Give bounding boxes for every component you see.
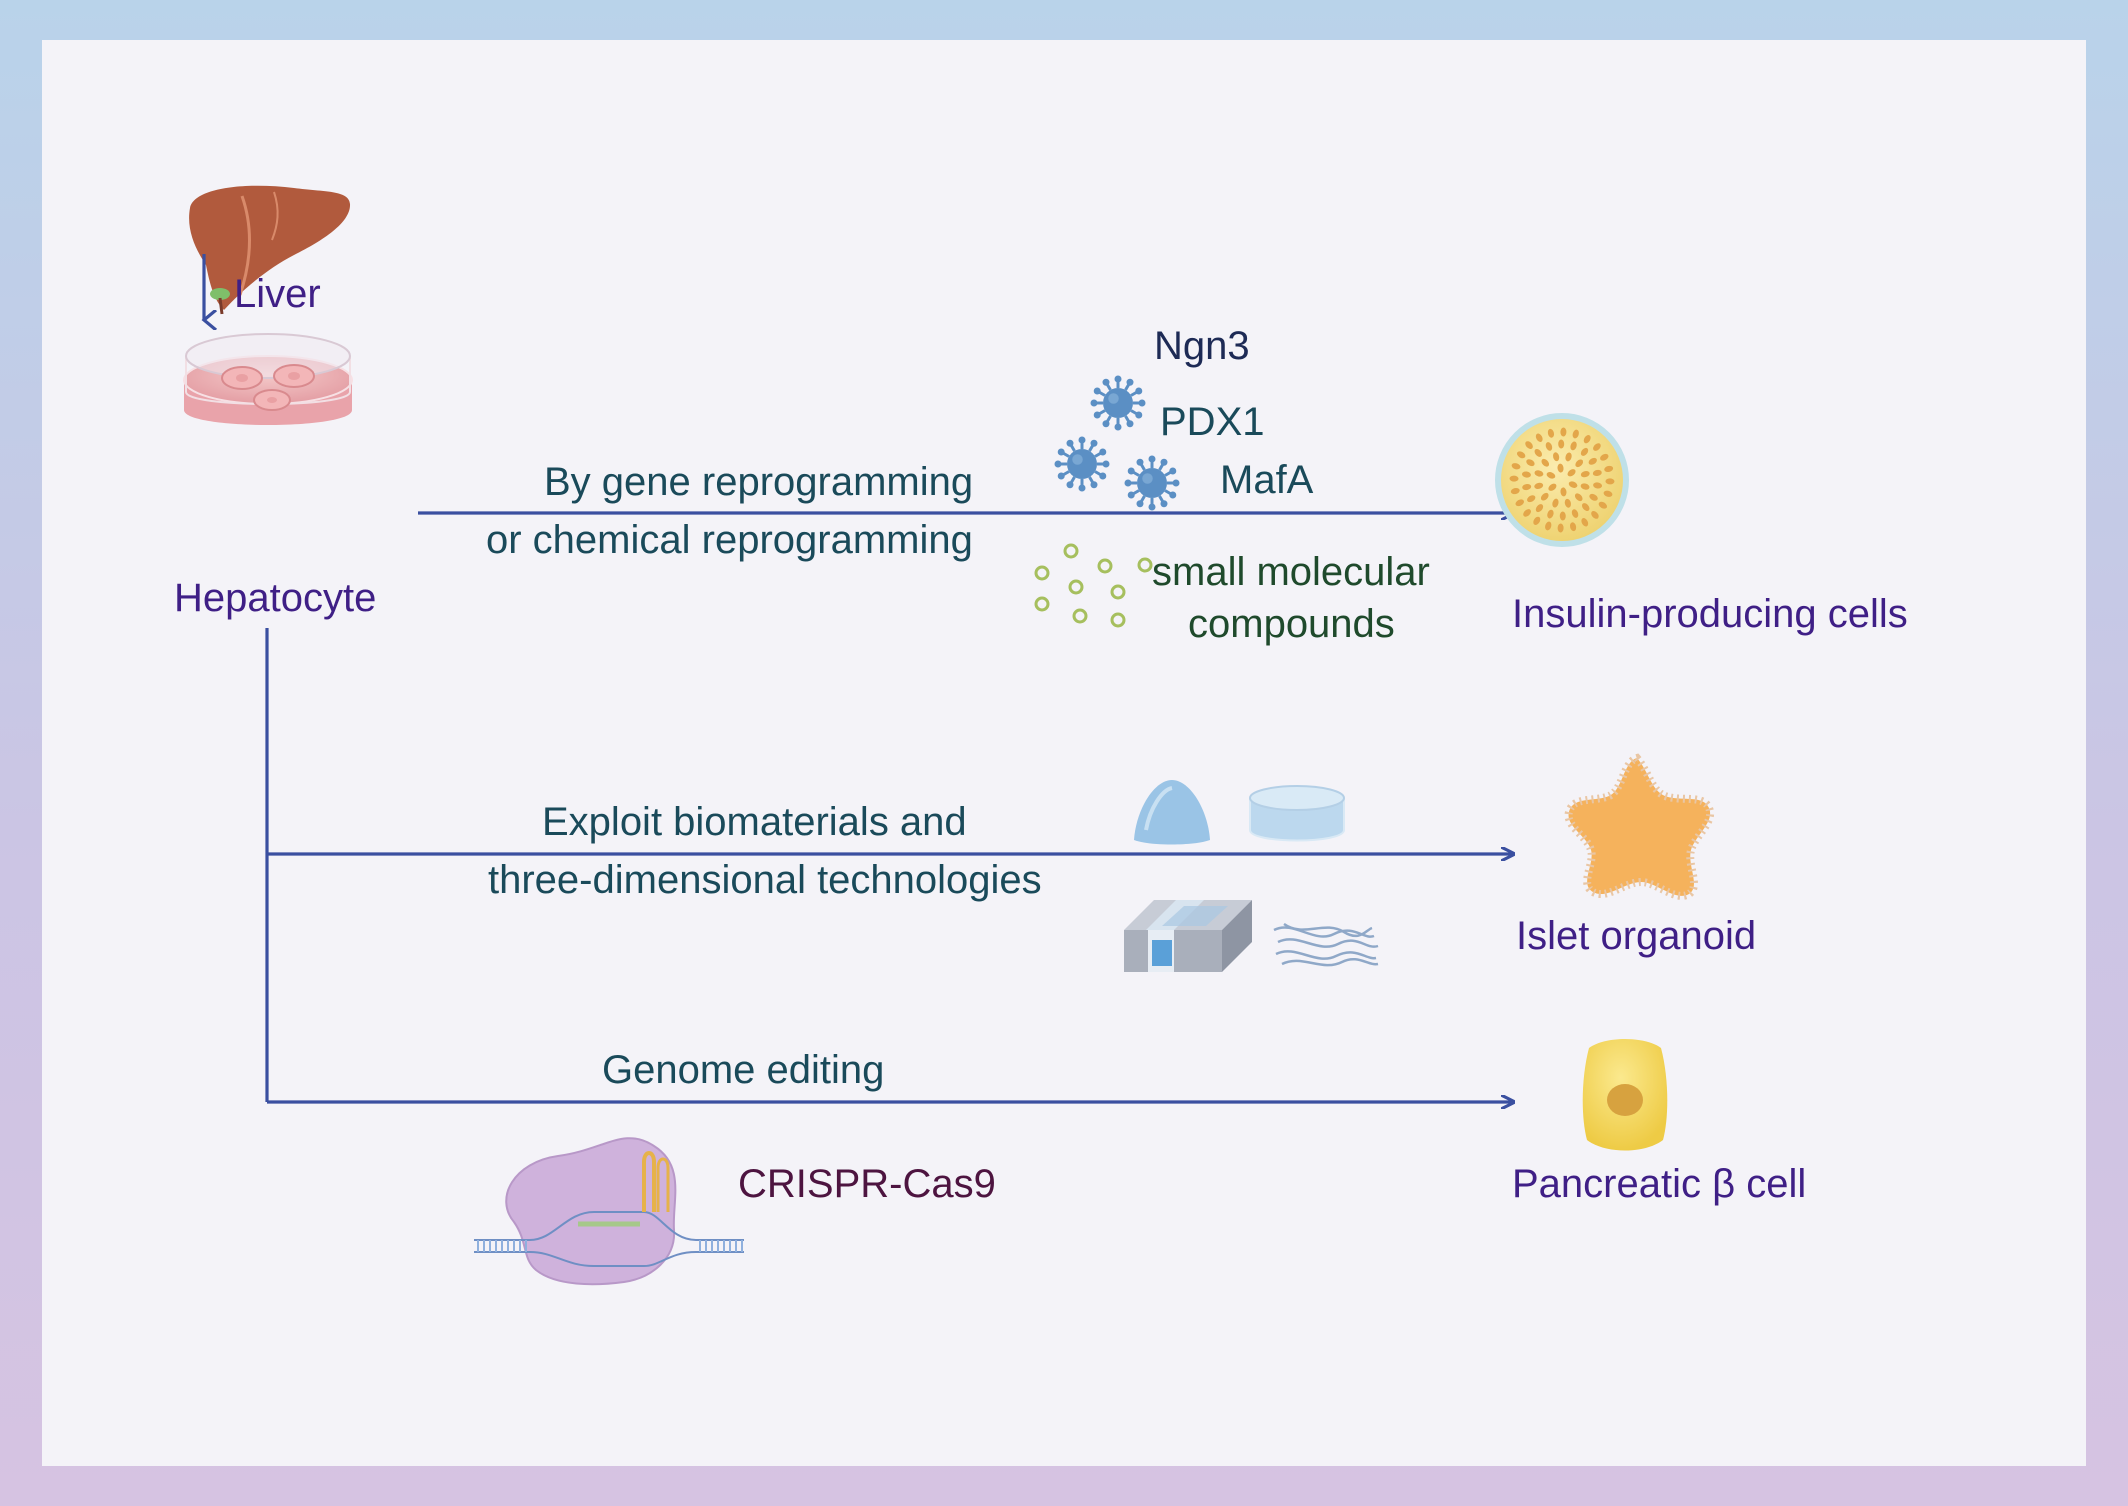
diagram-canvas [183, 185, 1715, 1286]
virus-icon [1090, 375, 1146, 431]
liver-icon [189, 185, 351, 315]
compounds-label-line2: compounds [1188, 602, 1395, 646]
microfluidic-chip-icon [1124, 900, 1252, 972]
liver-label: Liver [234, 272, 321, 316]
virus-icon [1054, 436, 1110, 492]
islet-organoid-label: Islet organoid [1516, 914, 1757, 958]
crispr-cas9-icon [474, 1137, 744, 1286]
fibers-icon [1273, 922, 1379, 967]
islet-organoid-icon [1564, 753, 1715, 900]
petri-dish-icon [183, 333, 353, 425]
genome-editing-label: Genome editing [602, 1048, 885, 1092]
hepatocyte-label: Hepatocyte [174, 576, 377, 620]
crispr-cas9-label: CRISPR-Cas9 [738, 1162, 996, 1206]
compounds-label-line1: small molecular [1152, 550, 1430, 594]
virus-icon [1124, 455, 1180, 511]
scaffold-disc-icon [1249, 785, 1345, 842]
insulin-producing-cells-label: Insulin-producing cells [1512, 592, 1908, 636]
factor-pdx1-label: PDX1 [1160, 400, 1265, 444]
pancreatic-beta-cell-icon [1582, 1039, 1668, 1151]
insulin-producing-cell-icon [1495, 413, 1629, 547]
reprogramming-label-line1: By gene reprogramming [544, 460, 974, 504]
small-molecule-dots [1034, 543, 1153, 628]
pancreatic-beta-cell-label: Pancreatic β cell [1512, 1162, 1807, 1206]
diagram-panel: Liver Hepatocyte By gene reprogramming o… [42, 40, 2086, 1466]
hydrogel-dome-icon [1134, 780, 1210, 845]
factor-ngn3-label: Ngn3 [1154, 324, 1250, 368]
reprogramming-label-line2: or chemical reprogramming [486, 518, 973, 562]
biomaterials-label-line2: three-dimensional technologies [488, 858, 1042, 902]
factor-mafa-label: MafA [1220, 458, 1314, 502]
biomaterials-label-line1: Exploit biomaterials and [542, 800, 967, 844]
